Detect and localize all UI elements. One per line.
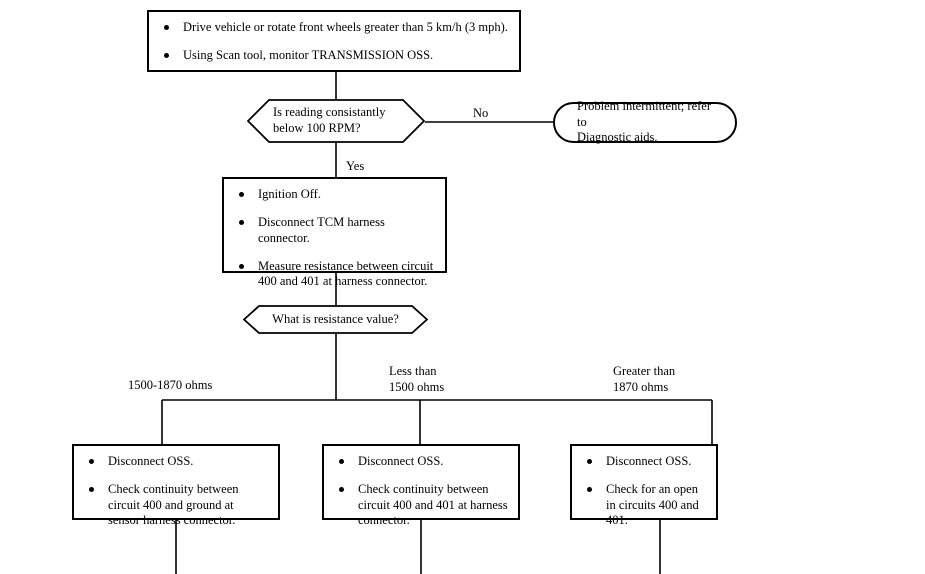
edge-label-yes: Yes — [346, 159, 365, 173]
terminal1-line1: Problem intermittent; refer to — [577, 99, 711, 129]
bullet-item: Check continuity between circuit 400 and… — [336, 482, 508, 528]
process-box-step3-left: Disconnect OSS. Check continuity between… — [72, 444, 280, 527]
bullet-item: Disconnect OSS. — [86, 454, 268, 469]
edge-label-branch-mid: Less than 1500 ohms — [389, 364, 445, 394]
decision2-text: What is resistance value? — [272, 311, 399, 326]
edge-label-branch-left: 1500-1870 ohms — [128, 378, 213, 392]
bullet-item: Disconnect TCM harness connector. — [236, 215, 435, 246]
bullet-item: Measure resistance between circuit 400 a… — [236, 259, 435, 290]
bullet-item: Ignition Off. — [236, 187, 435, 202]
decision-hexagon-reading-below-100-rpm: Is reading consistantly below 100 RPM? — [247, 99, 425, 143]
hexagon-shape — [243, 305, 428, 334]
terminal-problem-intermittent: Problem intermittent; refer to Diagnosti… — [553, 99, 737, 145]
bullet-item: Check continuity between circuit 400 and… — [86, 482, 268, 528]
process-box-step2: Ignition Off. Disconnect TCM harness con… — [222, 177, 447, 288]
process-box-step3-mid: Disconnect OSS. Check continuity between… — [322, 444, 520, 527]
bullet-item: Using Scan tool, monitor TRANSMISSION OS… — [161, 48, 509, 63]
bullet-item: Disconnect OSS. — [336, 454, 508, 469]
process-box-step3-right: Disconnect OSS. Check for an open in cir… — [570, 444, 718, 527]
decision1-line1: Is reading consistantly — [273, 105, 386, 120]
decision1-line2: below 100 RPM? — [273, 121, 361, 135]
process-box-step1: Drive vehicle or rotate front wheels gre… — [147, 10, 521, 72]
decision-hexagon-resistance-value: What is resistance value? — [243, 305, 428, 334]
edge-label-branch-right: Greater than 1870 ohms — [613, 364, 676, 394]
terminal1-line2: Diagnostic aids. — [577, 130, 658, 145]
bullet-item: Disconnect OSS. — [584, 454, 706, 469]
hexagon-shape — [247, 99, 425, 143]
edge-label-no: No — [473, 106, 489, 120]
bullet-item: Check for an open in circuits 400 and 40… — [584, 482, 706, 528]
bullet-item: Drive vehicle or rotate front wheels gre… — [161, 20, 509, 35]
